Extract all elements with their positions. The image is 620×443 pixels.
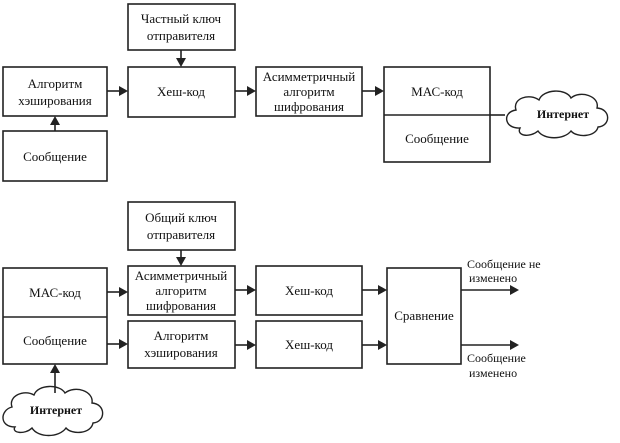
receiver-arrow-code2-to-compare — [362, 340, 387, 350]
receiver-arrow-key-to-asym — [176, 250, 186, 266]
sender-mac-label: МАС-код — [411, 84, 463, 99]
receiver-internet-label: Интернет — [30, 403, 82, 417]
sender-hash-algorithm-label-2: хэширования — [18, 93, 92, 108]
sender-arrow-code-to-asym — [235, 86, 256, 96]
sender-hash-algorithm-label-1: Алгоритм — [28, 76, 83, 91]
receiver-message-label: Сообщение — [23, 333, 87, 348]
receiver-arrow-message-to-hash — [107, 339, 128, 349]
receiver-result-changed-label-2: изменено — [469, 366, 517, 380]
receiver-arrow-code1-to-compare — [362, 285, 387, 295]
sender-packet-message-label: Сообщение — [405, 131, 469, 146]
sender-message-box — [2, 130, 108, 182]
receiver-hash-algorithm-label-1: Алгоритм — [154, 328, 209, 343]
sender-private-key-box — [127, 3, 236, 51]
receiver-comparison-label: Сравнение — [394, 308, 454, 323]
sender-hash-code-box — [127, 66, 236, 118]
sender-arrow-hash-to-code — [107, 86, 128, 96]
sender-private-key-label-1: Частный ключ — [141, 11, 222, 26]
sender-internet-cloud-icon — [506, 90, 609, 139]
receiver-arrow-mac-to-asym — [107, 287, 128, 297]
receiver-hash-algorithm-box — [127, 320, 236, 369]
sender-arrow-message-to-hash — [50, 116, 60, 131]
receiver-arrow-asym-to-code — [235, 285, 256, 295]
sender-hash-code-label: Хеш-код — [157, 84, 205, 99]
receiver-comparison-box — [386, 267, 462, 365]
sender-message-label: Сообщение — [23, 149, 87, 164]
receiver-public-key-label-2: отправителя — [147, 227, 215, 242]
receiver-arrow-hash-to-code — [235, 340, 256, 350]
receiver-internet-cloud-icon — [2, 385, 104, 437]
receiver-hash-algorithm-label-2: хэширования — [144, 345, 218, 360]
sender-arrow-key-to-code — [176, 50, 186, 67]
sender-asymmetric-algorithm-label-3: шифрования — [274, 99, 344, 114]
sender-hash-algorithm-box — [2, 66, 108, 117]
receiver-arrow-result-changed — [461, 340, 519, 350]
receiver-result-changed-label-1: Сообщение — [467, 351, 526, 365]
receiver-public-key-box — [127, 201, 236, 251]
receiver-mac-label: МАС-код — [29, 285, 81, 300]
receiver-asymmetric-algorithm-label-1: Асимметричный — [135, 268, 228, 283]
sender-asymmetric-algorithm-label-1: Асимметричный — [263, 69, 356, 84]
receiver-public-key-label-1: Общий ключ — [145, 210, 217, 225]
sender-arrow-asym-to-mac — [362, 86, 384, 96]
receiver-packet-box — [2, 267, 108, 365]
receiver-asymmetric-algorithm-label-3: шифрования — [146, 298, 216, 313]
sender-asymmetric-algorithm-label-2: алгоритм — [283, 84, 334, 99]
receiver-asymmetric-algorithm-label-2: алгоритм — [155, 283, 206, 298]
receiver-hash-code-box-2 — [255, 320, 363, 369]
receiver-hash-code-label-2: Хеш-код — [285, 337, 333, 352]
receiver-asymmetric-algorithm-box — [127, 265, 236, 316]
receiver-arrow-result-unchanged — [461, 285, 519, 295]
receiver-hash-code-label-1: Хеш-код — [285, 283, 333, 298]
receiver-result-unchanged-label-1: Сообщение не — [467, 257, 541, 271]
receiver-hash-code-box-1 — [255, 265, 363, 316]
receiver-result-unchanged-label-2: изменено — [469, 271, 517, 285]
receiver-arrow-internet-to-packet — [50, 364, 60, 393]
sender-internet-label: Интернет — [537, 107, 589, 121]
sender-private-key-label-2: отправителя — [147, 28, 215, 43]
